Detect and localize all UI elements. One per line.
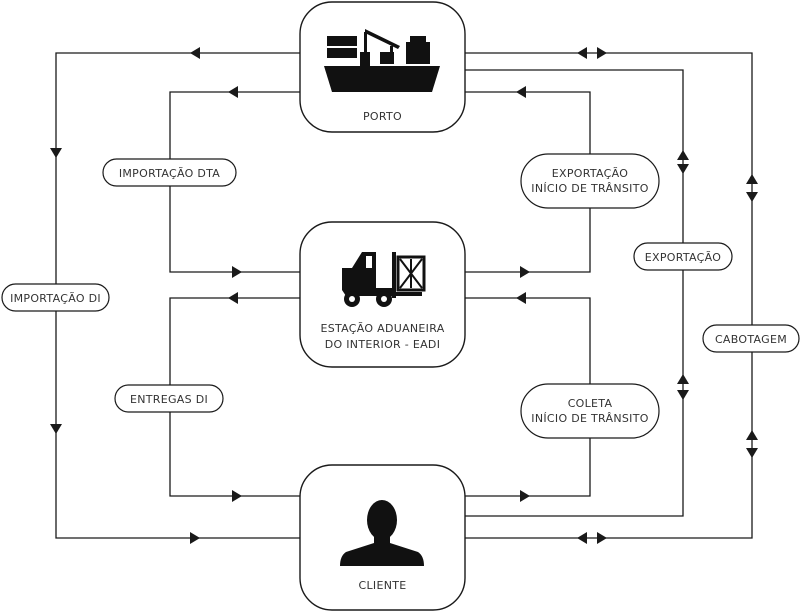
arrow-right-icon [520,490,530,502]
arrow-right-icon [232,490,242,502]
exportacao-label: EXPORTAÇÃO [645,251,722,264]
cabotagem-label: CABOTAGEM [715,333,787,346]
cliente-label: CLIENTE [358,579,406,592]
coleta-transito-line2: INÍCIO DE TRÂNSITO [531,412,648,425]
arrow-right-icon [520,266,530,278]
node-porto: PORTO [299,1,466,133]
person-icon [340,500,424,566]
pill-cabotagem: CABOTAGEM [702,324,800,353]
arrow-left-icon [190,47,200,59]
arrow-down-icon [746,448,758,458]
arrow-down-icon [677,390,689,400]
arrow-down-icon [50,148,62,158]
arrow-up-icon [746,174,758,184]
pill-exportacao-transito: EXPORTAÇÃO INÍCIO DE TRÂNSITO [520,153,660,209]
pill-coleta-transito: COLETA INÍCIO DE TRÂNSITO [520,383,660,439]
node-eadi: ESTAÇÃO ADUANEIRA DO INTERIOR - EADI [299,221,466,368]
flow-arrows [50,47,758,544]
coleta-transito-line1: COLETA [568,397,613,410]
pill-exportacao: EXPORTAÇÃO [633,242,733,271]
arrow-left-icon [516,86,526,98]
importacao-dta-label: IMPORTAÇÃO DTA [119,167,220,180]
arrow-up-icon [746,430,758,440]
eadi-label-line2: DO INTERIOR - EADI [325,338,441,351]
arrow-left-icon [516,292,526,304]
arrow-up-icon [677,150,689,160]
importacao-di-label: IMPORTAÇÃO DI [10,292,101,305]
arrow-right-icon [597,47,607,59]
arrow-left-icon [228,292,238,304]
entregas-di-label: ENTREGAS DI [130,393,208,406]
forklift-icon [342,252,426,307]
arrow-down-icon [677,164,689,174]
pill-entregas-di: ENTREGAS DI [114,384,224,413]
exportacao-transito-line2: INÍCIO DE TRÂNSITO [531,182,648,195]
arrow-up-icon [677,374,689,384]
node-cliente: CLIENTE [299,464,466,611]
arrow-left-icon [577,532,587,544]
pill-importacao-dta: IMPORTAÇÃO DTA [102,158,237,187]
arrow-right-icon [597,532,607,544]
porto-label: PORTO [363,110,402,123]
eadi-label-line1: ESTAÇÃO ADUANEIRA [320,322,444,335]
arrow-right-icon [232,266,242,278]
arrow-left-icon [577,47,587,59]
pill-importacao-di: IMPORTAÇÃO DI [1,283,110,312]
cargo-ship-icon [324,29,440,92]
arrow-left-icon [228,86,238,98]
arrow-right-icon [190,532,200,544]
arrow-down-icon [50,424,62,434]
arrow-down-icon [746,192,758,202]
exportacao-transito-line1: EXPORTAÇÃO [552,167,629,180]
